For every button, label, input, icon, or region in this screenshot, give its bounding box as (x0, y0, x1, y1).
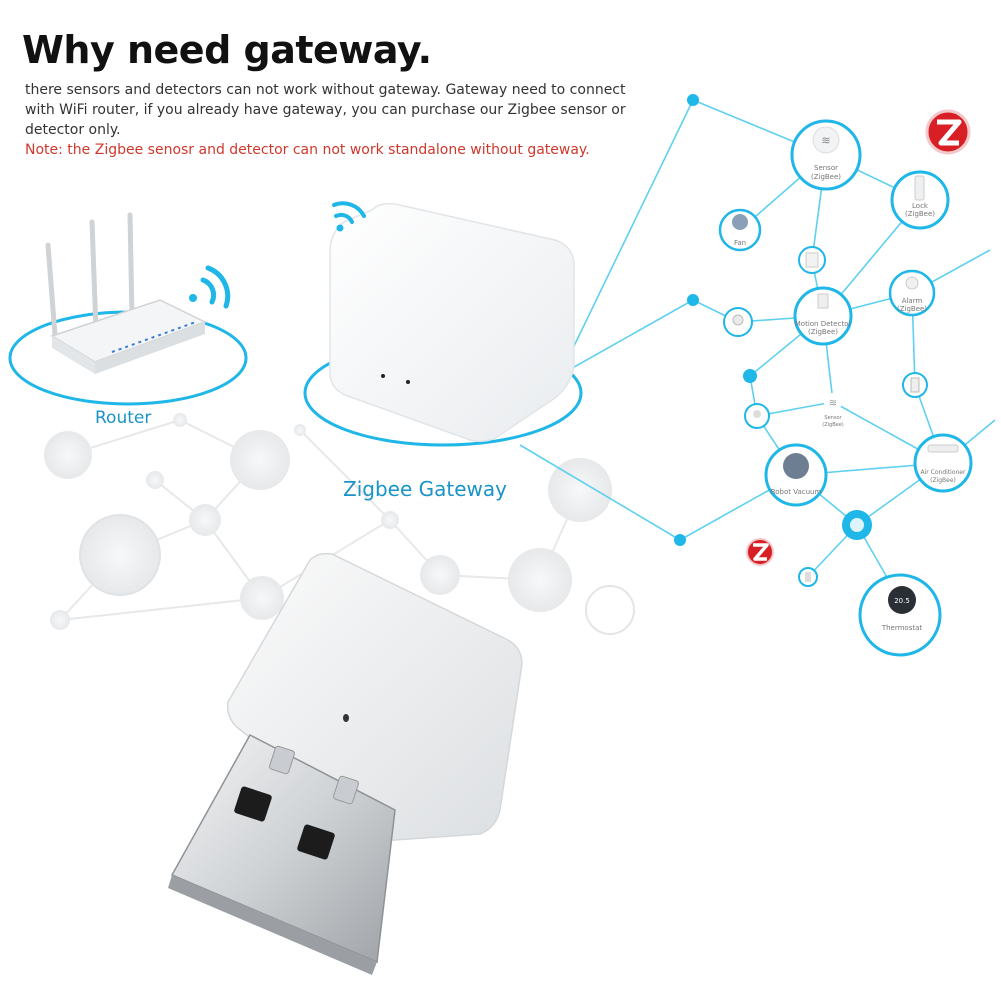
description-text: there sensors and detectors can not work… (25, 82, 626, 138)
svg-text:≋: ≋ (821, 134, 830, 147)
device-hub-small (842, 510, 872, 540)
device-label-ac-sub: (ZigBee) (930, 477, 956, 484)
device-label-motion-sub: (ZigBee) (808, 328, 838, 336)
device-smoke (744, 403, 770, 429)
background-bubbles (44, 413, 612, 630)
zigbee-logo-small-icon (746, 538, 774, 566)
device-label-lock-sub: (ZigBee) (905, 210, 935, 218)
thermostat-value: 20.5 (894, 597, 910, 605)
device-ac (913, 433, 973, 493)
device-label-lock: Lock (912, 202, 929, 210)
device-label-sensor: Sensor (814, 164, 838, 172)
network-nodes (674, 94, 757, 546)
device-label-sensor-sub: (ZigBee) (811, 173, 841, 181)
gateway-wifi-icon (332, 201, 366, 232)
device-label-sensor-small: Sensor (824, 415, 842, 421)
device-label-alarm-sub: (ZigBee) (897, 305, 927, 313)
device-label-alarm: Alarm (902, 297, 923, 305)
device-switch (798, 246, 826, 274)
page-title: Why need gateway. (22, 28, 432, 72)
zigbee-logo-icon (925, 109, 971, 155)
device-alarm (888, 269, 936, 317)
device-fan (718, 208, 762, 252)
device-plug (902, 372, 928, 398)
router-device (8, 212, 248, 406)
device-door (798, 567, 818, 587)
device-robot (764, 443, 828, 507)
router-label: Router (95, 408, 152, 428)
device-camera (723, 307, 753, 337)
gateway-label: Zigbee Gateway (343, 477, 507, 501)
device-label-robot: Robot Vacuum (771, 488, 822, 496)
device-sensor-small: ≋ (824, 393, 842, 411)
device-lock (890, 170, 950, 230)
device-label-ac: Air Conditioner (921, 469, 966, 476)
note-text: Note: the Zigbee senosr and detector can… (25, 142, 590, 158)
usb-dongle-device (168, 552, 523, 975)
device-label-motion: Motion Detector (795, 320, 852, 328)
router-wifi-icon (189, 265, 231, 309)
device-sensor: ≋ (790, 119, 862, 191)
device-thermostat (858, 573, 942, 657)
device-label-fan: Fan (734, 239, 746, 247)
gateway-device (303, 202, 583, 447)
device-label-thermostat: Thermostat (881, 624, 923, 632)
svg-text:≋: ≋ (829, 398, 837, 409)
device-motion (793, 286, 853, 346)
device-label-sensor-small-sub: (ZigBee) (822, 422, 844, 428)
